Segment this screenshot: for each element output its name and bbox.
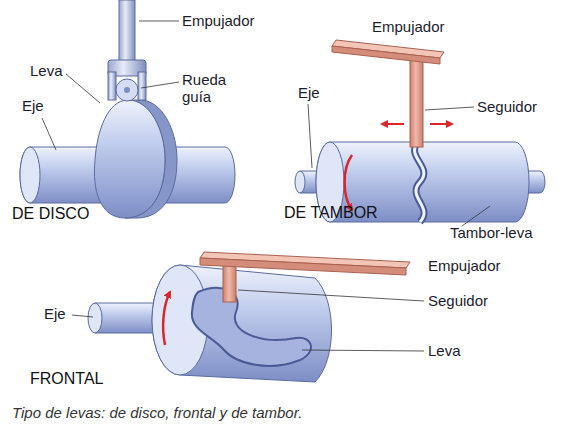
part-label: Rueda guía — [182, 71, 232, 105]
part-label: Seguidor — [477, 98, 537, 115]
leader-lines — [72, 290, 424, 351]
part-label: Leva — [428, 342, 461, 359]
figure-caption: Tipo de levas: de disco, frontal y de ta… — [12, 404, 302, 421]
part-label: Eje — [44, 305, 66, 322]
part-label: Seguidor — [428, 292, 488, 309]
cam-type-label: DE TAMBOR — [284, 204, 378, 221]
part-label: Leva — [30, 62, 63, 79]
frontal-cam — [88, 252, 410, 382]
part-label: Eje — [298, 84, 320, 101]
part-label: Empujador — [372, 18, 445, 35]
cam-type-label: DE DISCO — [12, 205, 89, 222]
leader-lines — [42, 21, 179, 150]
part-label: Tambor-leva — [450, 224, 533, 241]
part-label: Empujador — [428, 257, 501, 274]
part-label: Empujador — [182, 12, 255, 29]
part-label: Eje — [22, 97, 44, 114]
disc-cam — [20, 0, 235, 218]
drum-cam — [295, 40, 545, 222]
cam-type-label: FRONTAL — [30, 370, 103, 387]
